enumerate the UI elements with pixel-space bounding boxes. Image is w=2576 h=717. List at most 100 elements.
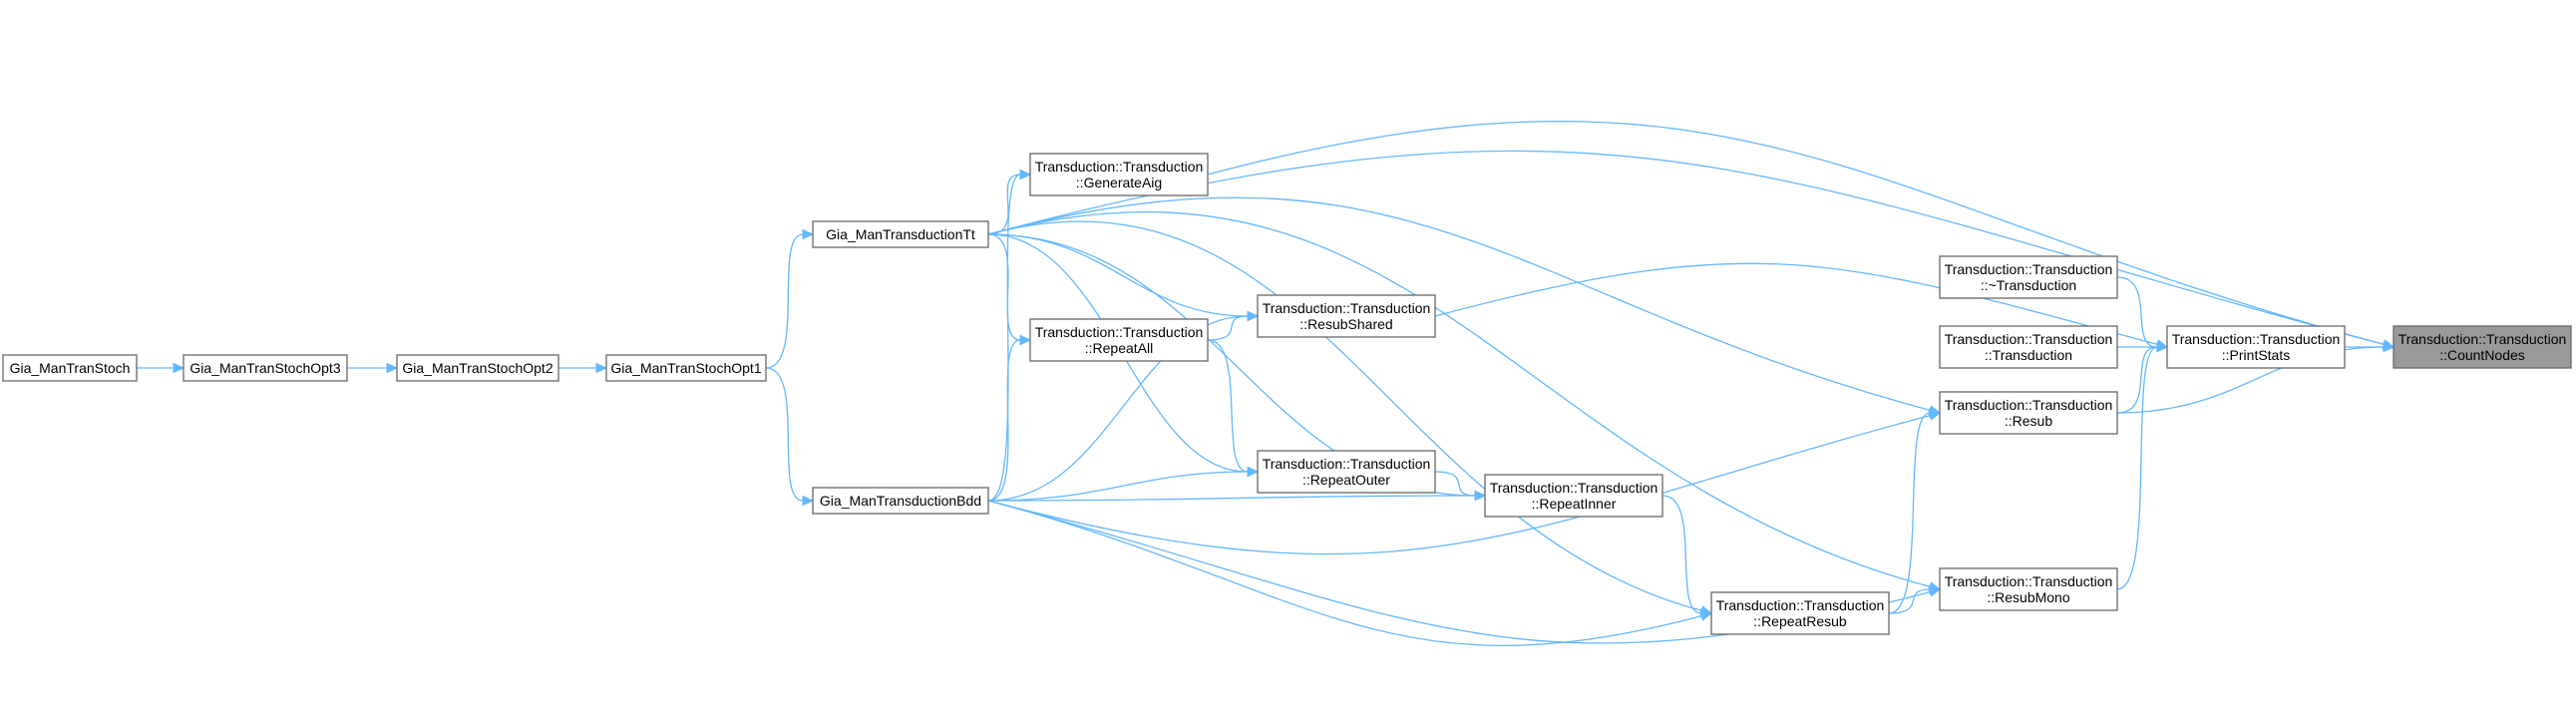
node-box [1029, 318, 1209, 362]
arrowhead-icon [173, 362, 185, 374]
node-gia-bdd[interactable]: Gia_ManTransductionBdd [812, 487, 989, 515]
edge-gia_bdd-to-resub [987, 410, 1942, 555]
node-box [1029, 153, 1209, 196]
edge-gia_bdd-to-repeat_all [987, 334, 1032, 502]
node-box [1257, 294, 1436, 338]
node-repeat-resub[interactable]: Transduction::Transduction::RepeatResub [1710, 591, 1890, 635]
node-box [1939, 255, 2118, 299]
node-label: Transduction::Transduction [1035, 324, 1204, 340]
node-label: Transduction::Transduction [1945, 261, 2113, 277]
edge-gia_opt1-to-gia_tt [765, 228, 815, 369]
edge-line [1434, 471, 1476, 497]
edge-line [2116, 276, 2158, 348]
node-label: Transduction::Transduction [1035, 159, 1204, 175]
node-constructor[interactable]: Transduction::Transduction::Transduction [1939, 325, 2118, 369]
edge-line [765, 367, 804, 502]
arrowhead-icon [802, 228, 815, 240]
node-label: Transduction::Transduction [1945, 331, 2113, 347]
edge-line [1207, 339, 1249, 473]
node-gia-opt1[interactable]: Gia_ManTranStochOpt1 [605, 354, 767, 382]
edge-gia_tt-to-resub_mono [987, 210, 1942, 592]
node-label: ::ResubMono [1987, 589, 2069, 605]
node-repeat-all[interactable]: Transduction::Transduction::RepeatAll [1029, 318, 1209, 362]
node-label: ::ResubShared [1299, 316, 1392, 332]
edge-gia_bdd-to-generate_aig [987, 169, 1032, 502]
arrowhead-icon [1928, 581, 1942, 592]
edge-line [987, 150, 2385, 346]
node-gia-tt[interactable]: Gia_ManTransductionTt [812, 220, 989, 248]
node-label: ::RepeatOuter [1302, 472, 1390, 488]
arrowhead-icon [1928, 405, 1942, 416]
node-generate-aig[interactable]: Transduction::Transduction::GenerateAig [1029, 153, 1209, 196]
edge-gia_tt-to-resub [987, 196, 1942, 416]
node-label: Gia_ManTransductionTt [826, 226, 975, 242]
arrowhead-icon [1247, 310, 1260, 322]
node-label: ::CountNodes [2439, 347, 2525, 363]
node-box [812, 487, 989, 515]
node-label: Gia_ManTranStochOpt2 [402, 360, 552, 376]
edge-line [2116, 346, 2158, 590]
node-box [1257, 450, 1436, 494]
edge-gia_tt-to-resub_shared [987, 233, 1260, 322]
arrowhead-icon [386, 362, 399, 374]
node-box [1939, 391, 2118, 435]
node-label: Gia_ManTranStochOpt3 [189, 360, 340, 376]
arrowhead-icon [595, 362, 608, 374]
edge-line [987, 233, 1021, 341]
node-label: Transduction::Transduction [1716, 597, 1885, 613]
arrowhead-icon [1474, 490, 1487, 502]
edge-line [987, 495, 1476, 502]
edge-gia_opt3-to-gia_opt2 [347, 362, 399, 374]
node-repeat-inner[interactable]: Transduction::Transduction::RepeatInner [1484, 474, 1663, 518]
node-gia-opt2[interactable]: Gia_ManTranStochOpt2 [396, 354, 559, 382]
edge-gia_bdd-to-repeat_outer [987, 466, 1260, 502]
edge-repeat_inner-to-repeat_resub [1661, 495, 1713, 619]
arrowhead-icon [1247, 466, 1260, 478]
node-gia-stoch[interactable]: Gia_ManTranStoch [2, 354, 138, 382]
edge-gia_tt-to-generate_aig [987, 169, 1032, 235]
call-graph-edges [137, 120, 2395, 646]
node-label: ::GenerateAig [1076, 175, 1162, 190]
node-label: Transduction::Transduction [2398, 331, 2567, 347]
node-resub-mono[interactable]: Transduction::Transduction::ResubMono [1939, 567, 2118, 611]
node-destructor[interactable]: Transduction::Transduction::~Transductio… [1939, 255, 2118, 299]
node-resub-shared[interactable]: Transduction::Transduction::ResubShared [1257, 294, 1436, 338]
node-repeat-outer[interactable]: Transduction::Transduction::RepeatOuter [1257, 450, 1436, 494]
node-label: Transduction::Transduction [1263, 456, 1431, 472]
node-label: ::PrintStats [2222, 347, 2290, 363]
edge-line [987, 196, 1931, 412]
node-box [1939, 325, 2118, 369]
node-box [605, 354, 767, 382]
node-count-nodes: Transduction::Transduction::CountNodes [2392, 325, 2572, 369]
edge-line [987, 471, 1249, 502]
node-box [2392, 325, 2572, 369]
node-resub[interactable]: Transduction::Transduction::Resub [1939, 391, 2118, 435]
edge-line [987, 174, 1021, 502]
node-label: Gia_ManTranStochOpt1 [610, 360, 761, 376]
edge-line [1661, 495, 1702, 614]
node-label: Transduction::Transduction [2172, 331, 2341, 347]
node-box [2166, 325, 2346, 369]
node-label: ::Resub [2005, 413, 2052, 429]
node-label: Gia_ManTransductionBdd [820, 493, 981, 509]
edge-line [987, 233, 1249, 317]
edge-line [1434, 262, 2158, 346]
arrowhead-icon [802, 495, 815, 507]
edge-line [987, 339, 1021, 502]
edge-line [1888, 588, 1931, 614]
node-label: Transduction::Transduction [1263, 300, 1431, 316]
node-box [183, 354, 348, 382]
arrowhead-icon [1019, 334, 1032, 346]
node-print-stats[interactable]: Transduction::Transduction::PrintStats [2166, 325, 2346, 369]
edge-line [1888, 412, 1931, 614]
node-box [1710, 591, 1890, 635]
edge-line [987, 500, 1702, 646]
edge-resub_mono-to-print_stats [2116, 341, 2169, 590]
node-box [812, 220, 989, 248]
node-gia-opt3[interactable]: Gia_ManTranStochOpt3 [183, 354, 348, 382]
edge-resub_shared-to-print_stats [1434, 262, 2169, 350]
edge-line [765, 233, 804, 369]
node-label: ::~Transduction [1981, 277, 2076, 293]
arrowhead-icon [1699, 605, 1713, 616]
